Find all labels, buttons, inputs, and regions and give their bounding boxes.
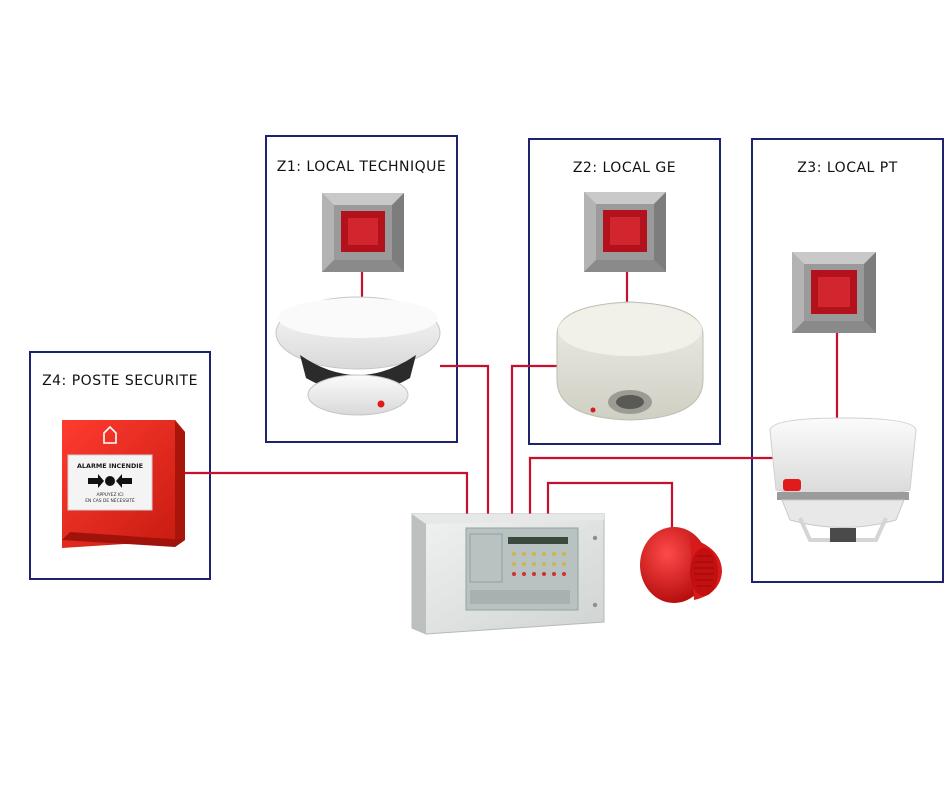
fire-alarm-control-panel (411, 513, 605, 635)
wire-z2-panel (510, 364, 557, 518)
wire-z1-panel (440, 364, 490, 518)
z1-smoke-detector (275, 296, 441, 416)
call-point-label-top: ALARME INCENDIE (77, 462, 143, 470)
screw-icon (592, 535, 598, 541)
zone-title: Z1: LOCAL TECHNIQUE (276, 159, 447, 175)
push-button-icon (105, 476, 115, 486)
call-point-label-bottom-1: APPUYEZ ICI (96, 492, 123, 498)
z3-remote-indicator (792, 252, 876, 333)
arrow-right-icon (88, 474, 104, 488)
arrow-left-icon (116, 474, 132, 488)
wire-z4-panel (185, 471, 469, 518)
led-icon (377, 400, 385, 408)
z1-remote-indicator (322, 193, 404, 272)
led-icon (783, 479, 801, 491)
z2-heat-detector (556, 301, 704, 421)
wiring (185, 272, 839, 530)
z2-remote-indicator (584, 192, 666, 272)
call-point-label-bottom-2: EN CAS DE NÉCESSITÉ (85, 496, 135, 504)
z3-optical-detector (769, 417, 917, 542)
alarm-sounder (640, 527, 722, 603)
wire-z3-panel (528, 456, 785, 518)
zone-title: Z4: POSTE SECURITE (42, 373, 198, 389)
wire-sounder (546, 481, 674, 530)
house-flame-icon (103, 425, 117, 444)
zone-title: Z2: LOCAL GE (572, 160, 677, 176)
zone-title: Z3: LOCAL PT (797, 160, 898, 176)
led-icon (590, 407, 596, 413)
z4-manual-call-point: ALARME INCENDIE APPUYEZ ICI EN CAS DE NÉ… (62, 420, 185, 548)
screw-icon (592, 602, 598, 608)
